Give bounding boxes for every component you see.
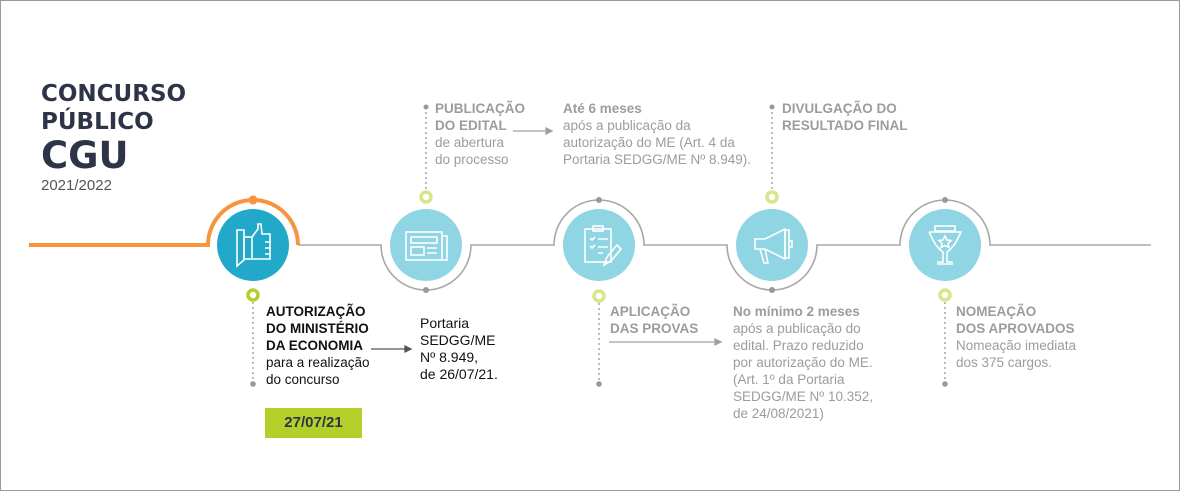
- note-line: por autorização do ME.: [733, 355, 873, 370]
- step-title: DAS PROVAS: [610, 321, 699, 336]
- step-2-text: PUBLICAÇÃO DO EDITAL de abertura do proc…: [435, 100, 525, 168]
- step-desc: de abertura: [435, 135, 505, 150]
- newspaper-icon: [405, 231, 448, 261]
- note-bold: Até 6 meses: [563, 101, 642, 116]
- note-line: Portaria: [420, 315, 470, 331]
- step-desc: para a realização: [266, 355, 370, 370]
- note-line: Nº 8.949,: [420, 349, 479, 365]
- timeline-line: [298, 199, 1151, 291]
- step-title: DOS APROVADOS: [956, 321, 1075, 336]
- note-line: autorização do ME (Art. 4 da: [563, 135, 735, 150]
- step-4-text: DIVULGAÇÃO DO RESULTADO FINAL: [782, 100, 908, 134]
- step-desc: do processo: [435, 152, 509, 167]
- note-line: edital. Prazo reduzido: [733, 338, 864, 353]
- step-title: PUBLICAÇÃO: [435, 101, 525, 116]
- arc-dot: [248, 195, 258, 205]
- step-circle-active: [217, 209, 289, 281]
- step-title: NOMEAÇÃO: [956, 304, 1037, 319]
- step-1-note: Portaria SEDGG/ME Nº 8.949, de 26/07/21.: [420, 315, 498, 383]
- trophy-icon: [928, 225, 963, 265]
- note-line: SEDGG/ME: [420, 332, 496, 348]
- step-desc: dos 375 cargos.: [956, 355, 1053, 370]
- note-line: SEDGG/ME Nº 10.352,: [733, 389, 873, 404]
- arc-dot: [423, 287, 429, 293]
- megaphone-icon: [754, 227, 793, 264]
- note-line: de 26/07/21.: [420, 366, 498, 382]
- step-3-text: APLICAÇÃO DAS PROVAS: [610, 303, 698, 337]
- milestone-marker: [765, 190, 779, 204]
- milestone-marker: [938, 288, 952, 302]
- note-line: Portaria SEDGG/ME Nº 8.949).: [563, 152, 751, 167]
- note-line: de 24/08/2021): [733, 406, 824, 421]
- step-title: RESULTADO FINAL: [782, 118, 908, 133]
- title-cgu: CGU: [41, 134, 129, 177]
- step-1-text: AUTORIZAÇÃO DO MINISTÉRIO DA ECONOMIA pa…: [266, 303, 370, 388]
- note-line: após a publicação do: [733, 321, 861, 336]
- note-bold: No mínimo 2 meses: [733, 304, 860, 319]
- step-desc: Nomeação imediata: [956, 338, 1077, 353]
- step-circle: [390, 209, 462, 281]
- title-line-1: CONCURSO: [41, 81, 187, 107]
- arc-dot: [942, 197, 948, 203]
- arc-dot: [596, 197, 602, 203]
- step-title: APLICAÇÃO: [610, 304, 691, 319]
- step-circle: [736, 209, 808, 281]
- step-title: DIVULGAÇÃO DO: [782, 101, 897, 116]
- note-line: após a publicação da: [563, 118, 691, 133]
- milestone-marker: [419, 190, 433, 204]
- step-title: DA ECONOMIA: [266, 338, 363, 353]
- thumbs-up-icon: [236, 223, 271, 268]
- milestone-marker: [592, 289, 606, 303]
- step-3-note: No mínimo 2 meses após a publicação do e…: [733, 303, 873, 422]
- clipboard-pen-icon: [584, 225, 623, 267]
- date-badge: 27/07/21: [265, 408, 362, 438]
- step-circle: [563, 209, 635, 281]
- step-title: DO EDITAL: [435, 118, 507, 133]
- title-years: 2021/2022: [41, 177, 112, 194]
- arc-dot: [769, 287, 775, 293]
- step-desc: do concurso: [266, 372, 340, 387]
- milestone-marker: [246, 288, 260, 302]
- step-5-text: NOMEAÇÃO DOS APROVADOS Nomeação imediata…: [956, 303, 1076, 371]
- title-line-2: PÚBLICO: [41, 109, 154, 135]
- step-title: AUTORIZAÇÃO: [266, 304, 366, 319]
- step-title: DO MINISTÉRIO: [266, 321, 369, 336]
- step-2-note: Até 6 meses após a publicação da autoriz…: [563, 100, 751, 168]
- note-line: (Art. 1º da Portaria: [733, 372, 845, 387]
